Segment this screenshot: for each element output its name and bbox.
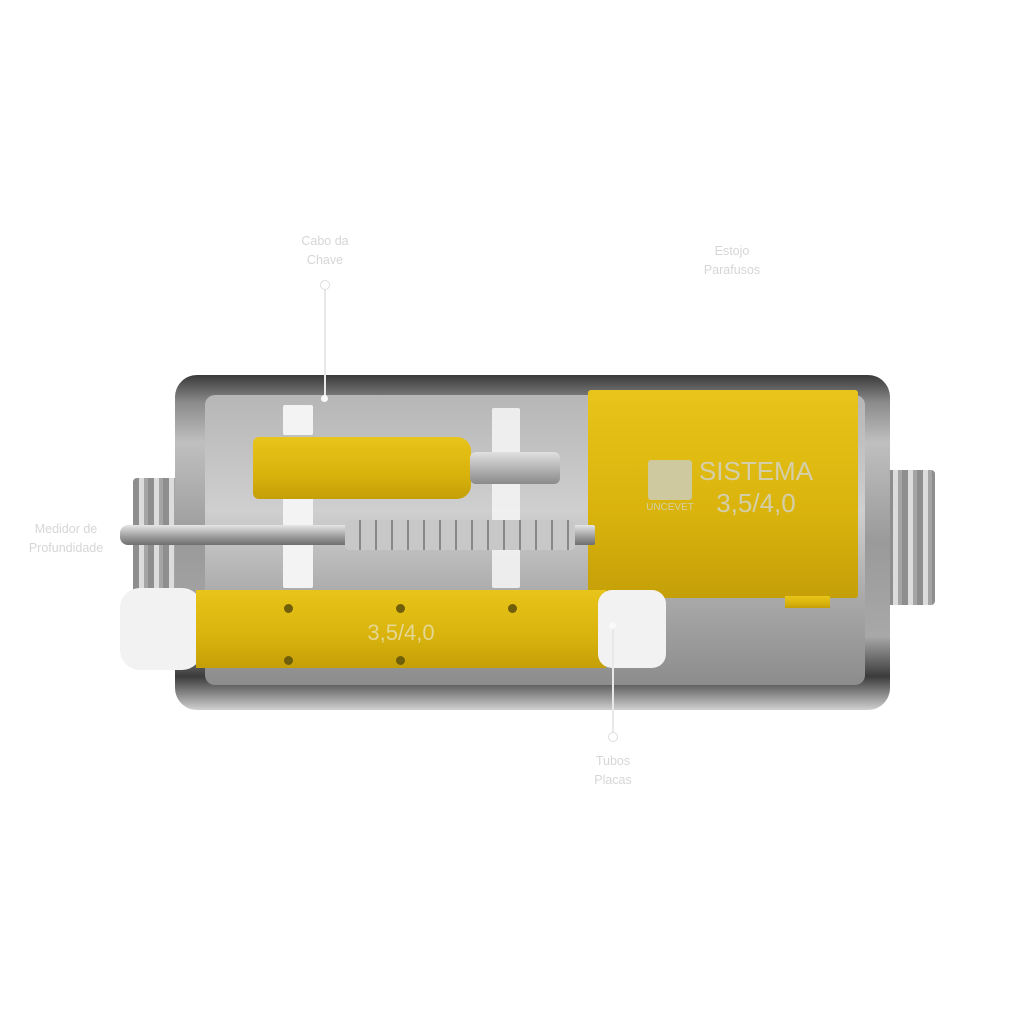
callout-tubos-placas: Tubos Placas [543,752,683,790]
tray-handle-right [887,470,935,605]
callout-line1: Tubos [595,754,631,768]
screw-case: UNCEVET SISTEMA 3,5/4,0 [588,390,858,598]
callout-cabo-da-chave: Cabo da Chave [255,232,395,270]
callout-line-tubos [612,627,614,732]
screwdriver-handle [253,437,471,499]
callout-line2: Placas [594,773,632,787]
tube-hole [396,656,405,665]
plate-tube: 3,5/4,0 [196,590,606,668]
callout-ring-cabo [320,280,330,290]
case-latch [785,596,830,608]
box-title: SISTEMA [698,456,814,486]
box-size: 3,5/4,0 [716,488,796,518]
callout-line2: Chave [306,253,344,267]
callout-line2: Parafusos [703,263,761,277]
tube-size: 3,5/4,0 [367,620,435,645]
holder-block [283,405,313,435]
uncevet-logo-icon [648,460,692,500]
tube-hole [284,656,293,665]
callout-anchor-tubos [609,622,616,629]
callout-medidor-de-profundidade: Medidor de Profundidade [0,520,136,558]
callout-line2: Profundidade [28,541,104,555]
tube-cap-left [120,588,202,670]
tube-cap-right [598,590,666,668]
tube-hole [284,604,293,613]
depth-gauge-grip [345,520,575,550]
tube-hole [508,604,517,613]
callout-estojo-parafusos: Estojo Parafusos [662,242,802,280]
box-brand: UNCEVET [646,502,694,513]
holder-block [492,408,520,588]
callout-anchor-cabo [321,395,328,402]
tube-hole [396,604,405,613]
callout-line1: Cabo da [301,234,349,248]
screwdriver-shaft [470,452,560,484]
callout-line1: Medidor de [34,522,98,536]
callout-line-cabo [324,290,326,398]
callout-ring-tubos [608,732,618,742]
callout-line1: Estojo [714,244,750,258]
